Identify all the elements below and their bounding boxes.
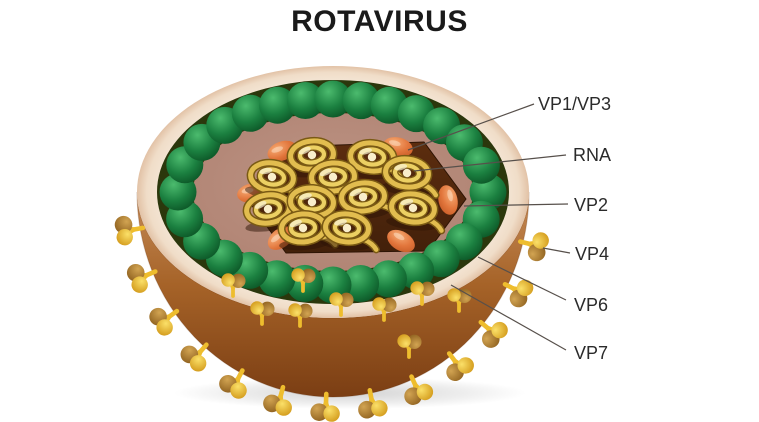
- vp6-sphere: [462, 146, 500, 184]
- leader-line: [407, 103, 535, 151]
- vp6-sphere: [259, 86, 296, 124]
- vp6-sphere: [342, 82, 380, 120]
- vp6-sphere-ring: [159, 80, 507, 304]
- vp6-sphere: [370, 260, 407, 298]
- diagram-title: ROTAVIRUS: [291, 5, 468, 38]
- vp6-sphere: [342, 265, 380, 302]
- vp1-vp3-protein: [438, 185, 458, 215]
- leader-lines: [407, 103, 571, 351]
- label-vp2: VP2: [574, 195, 609, 215]
- leader-line: [477, 256, 567, 301]
- label-vp6: VP6: [574, 295, 609, 315]
- vp6-sphere: [314, 80, 352, 118]
- vp6-sphere: [286, 82, 324, 119]
- leader-line: [450, 284, 567, 351]
- label-vp1-vp3: VP1/VP3: [538, 94, 612, 114]
- label-vp4: VP4: [575, 244, 610, 264]
- leader-line: [413, 154, 567, 172]
- label-rna: RNA: [573, 145, 612, 165]
- leader-line: [542, 247, 571, 254]
- vp1-vp3-protein: [387, 229, 415, 253]
- label-vp7: VP7: [574, 343, 609, 363]
- leader-line: [463, 203, 569, 207]
